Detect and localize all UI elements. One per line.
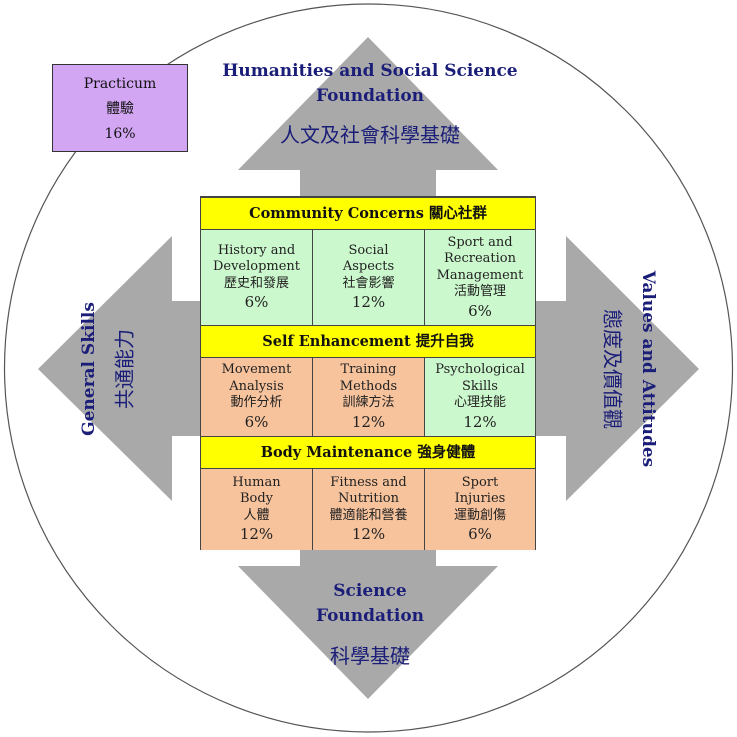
humanities-title-line1: Humanities and Social Science <box>222 61 518 81</box>
general-skills-title: General Skills <box>79 302 99 436</box>
general-skills-title-zh: 共通能力 <box>112 329 137 409</box>
science-title: Science Foundation <box>270 579 470 629</box>
cell-label-line: 動作分析 <box>230 395 283 411</box>
cell-label-line: Body <box>239 491 274 507</box>
cell-percentage: 6% <box>468 525 492 544</box>
cell-label-line: Skills <box>462 378 498 394</box>
practicum-percentage: 16% <box>104 126 136 142</box>
humanities-title: Humanities and Social Science Foundation <box>210 59 530 109</box>
cell-label-line: Management <box>436 267 524 283</box>
arrow-up <box>238 37 498 196</box>
cell-label-line: 心理技能 <box>453 395 506 411</box>
cell-label-line: Fitness and <box>330 474 407 490</box>
cell-label-line: Human <box>232 474 281 490</box>
practicum-label-en: Practicum <box>83 76 157 92</box>
cell-label-line: History and <box>217 242 296 258</box>
science-title-line1: Science <box>333 581 407 601</box>
cell-label-line: Analysis <box>229 378 284 394</box>
cell-label-line: Movement <box>221 362 292 378</box>
cell-label-line: Training <box>340 362 397 378</box>
cell-label-line: 體適能和營養 <box>329 507 408 523</box>
cell-percentage: 12% <box>463 412 497 431</box>
arrow-left <box>38 236 200 501</box>
practicum-label-zh: 體驗 <box>106 101 134 117</box>
cell-label-line: Recreation <box>443 251 516 266</box>
cell-label-line: Sport <box>461 474 499 490</box>
cell-label-line: Aspects <box>342 259 395 275</box>
cell-percentage: 12% <box>351 293 386 312</box>
cell-label-line: Injuries <box>454 491 506 507</box>
cell-percentage: 12% <box>351 525 386 544</box>
cell-label-line: 社會影響 <box>342 275 395 291</box>
cell-percentage: 12% <box>351 412 386 431</box>
arrow-right <box>536 236 699 501</box>
cell-label-line: Development <box>212 259 301 275</box>
cell-percentage: 12% <box>239 525 274 544</box>
science-title-zh: 科學基礎 <box>330 644 410 668</box>
cell-label-line: 活動管理 <box>453 284 506 299</box>
cell-label-line: Psychological <box>435 362 525 378</box>
practicum-box: Practicum 體驗 16% <box>52 64 188 152</box>
cell-label-line: 歷史和發展 <box>223 275 289 291</box>
section-header: Community Concerns 關心社群 <box>201 197 535 230</box>
cell-label-line: Nutrition <box>338 491 399 507</box>
section-header: Self Enhancement 提升自我 <box>201 325 535 358</box>
cell-percentage: 6% <box>244 293 269 312</box>
cell-label-line: Methods <box>339 378 398 394</box>
values-attitudes-title-zh: 態度及價值觀 <box>600 309 625 429</box>
cell-label-line: Sport and <box>447 234 513 250</box>
cell-label-line: 人體 <box>243 507 270 523</box>
values-attitudes-title: Values and Attitudes <box>638 270 658 468</box>
science-title-line2: Foundation <box>315 606 425 626</box>
cell-label-line: 運動創傷 <box>453 507 506 523</box>
humanities-title-zh: 人文及社會科學基礎 <box>280 123 460 147</box>
arrow-down <box>238 550 498 699</box>
cell-percentage: 6% <box>468 301 492 320</box>
cell-label-line: Social <box>348 242 389 258</box>
section-header: Body Maintenance 強身健體 <box>201 436 535 469</box>
humanities-title-line2: Foundation <box>315 86 425 106</box>
cell-label-line: 訓練方法 <box>342 395 395 411</box>
cell-percentage: 6% <box>244 412 269 431</box>
